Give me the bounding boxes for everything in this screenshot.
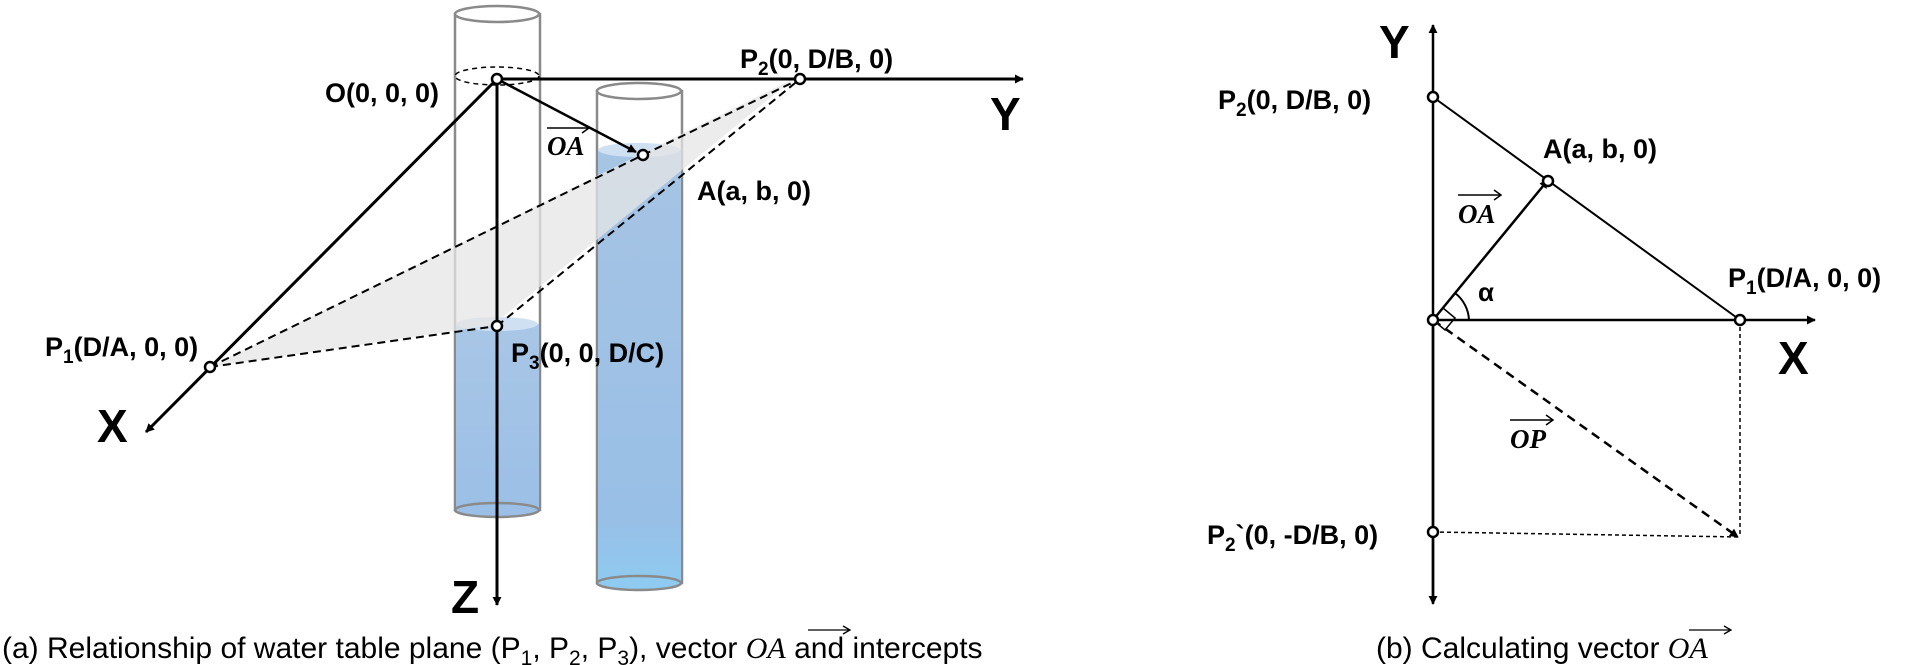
p2-coords: (0, D/B, 0) bbox=[769, 44, 894, 74]
caption-a-prefix: (a) Relationship of water table plane (P bbox=[2, 632, 521, 665]
b-p2-coords: (0, D/B, 0) bbox=[1247, 85, 1372, 115]
b-p2-prime-label: P2`(0, -D/B, 0) bbox=[1207, 520, 1378, 556]
caption-a-vector-arrow bbox=[808, 625, 852, 635]
b-angle-arc bbox=[1454, 292, 1470, 321]
b-vector-oa-label: OA bbox=[1458, 189, 1503, 229]
b-dashed-horizontal bbox=[1432, 531, 1741, 538]
b-vector-oa-text: OA bbox=[1458, 199, 1496, 229]
p3-label: P3(0, 0, D/C) bbox=[511, 338, 664, 374]
b-p2p-sub: 2 bbox=[1225, 535, 1236, 556]
b-p1-point bbox=[1733, 313, 1747, 327]
b-y-axis-label: Y bbox=[1379, 16, 1410, 68]
b-vector-op-label: OP bbox=[1510, 414, 1555, 454]
b-p2p-coords: `(0, -D/B, 0) bbox=[1236, 520, 1379, 550]
p1-point bbox=[203, 360, 217, 374]
b-vector-oa-arrow bbox=[1432, 179, 1549, 321]
p2-label: P2(0, D/B, 0) bbox=[740, 44, 893, 80]
b-vector-op-arrow bbox=[1432, 318, 1739, 539]
b-p1-main: P bbox=[1728, 263, 1746, 293]
caption-b-vector-arrow bbox=[1689, 625, 1733, 635]
b-p2-prime-point bbox=[1426, 525, 1440, 539]
b-p2-p1-line bbox=[1432, 96, 1741, 321]
b-x-axis-label: X bbox=[1778, 332, 1809, 384]
p3-main: P bbox=[511, 338, 529, 368]
p1-main: P bbox=[45, 332, 63, 362]
b-p2-main: P bbox=[1218, 85, 1236, 115]
caption-a-suffix: and intercepts bbox=[786, 632, 983, 665]
b-p1-label: P1(D/A, 0, 0) bbox=[1728, 263, 1881, 299]
caption-a-sub2: 2 bbox=[569, 647, 581, 665]
caption-a-mid2: , P bbox=[581, 632, 618, 665]
plane-edges bbox=[209, 78, 801, 368]
a-point bbox=[636, 148, 650, 162]
caption-a-mid3: ), vector bbox=[629, 632, 746, 665]
b-p1-sub: 1 bbox=[1746, 278, 1757, 299]
vector-oa-text: OA bbox=[547, 131, 585, 161]
p1-sub: 1 bbox=[63, 347, 74, 368]
p2-sub: 2 bbox=[758, 59, 769, 80]
panel-b: Y P2(0, D/B, 0) A(a, b, 0) α P1(D/A, 0, … bbox=[1207, 16, 1881, 665]
p2-main: P bbox=[740, 44, 758, 74]
caption-a-vector: OA bbox=[746, 632, 787, 665]
vector-oa-label: OA bbox=[547, 122, 591, 161]
caption-b-prefix: (b) Calculating vector bbox=[1376, 632, 1668, 665]
x-axis-label: X bbox=[97, 400, 128, 452]
x-axis-line bbox=[144, 77, 499, 434]
b-angle-label: α bbox=[1478, 277, 1494, 307]
panel-a: O(0, 0, 0) P2(0, D/B, 0) Y A(a, b, 0) P1… bbox=[2, 4, 1024, 665]
p1-label: P1(D/A, 0, 0) bbox=[45, 332, 198, 368]
caption-b: (b) Calculating vector OA bbox=[1376, 632, 1708, 665]
y-axis-label: Y bbox=[990, 88, 1021, 140]
b-right-angle-mark bbox=[1432, 307, 1457, 332]
origin-point bbox=[490, 72, 504, 86]
caption-a-sub1: 1 bbox=[521, 647, 533, 665]
z-axis-label: Z bbox=[451, 571, 479, 623]
p3-point bbox=[490, 319, 504, 333]
caption-a: (a) Relationship of water table plane (P… bbox=[2, 632, 983, 665]
b-p2-point bbox=[1426, 90, 1440, 104]
origin-dashed-ellipse bbox=[454, 66, 540, 86]
caption-a-sub3: 3 bbox=[617, 647, 629, 665]
b-origin-point bbox=[1426, 313, 1440, 327]
b-p2-sub: 2 bbox=[1236, 100, 1247, 121]
b-vector-op-text: OP bbox=[1510, 424, 1546, 454]
b-a-point-label: A(a, b, 0) bbox=[1543, 134, 1657, 164]
b-p1-coords: (D/A, 0, 0) bbox=[1757, 263, 1882, 293]
p3-coords: (0, 0, D/C) bbox=[540, 338, 665, 368]
b-p2-label: P2(0, D/B, 0) bbox=[1218, 85, 1371, 121]
p1-coords: (D/A, 0, 0) bbox=[74, 332, 199, 362]
caption-a-mid1: , P bbox=[532, 632, 569, 665]
p2-point bbox=[793, 72, 807, 86]
vector-oa-arrow bbox=[496, 77, 637, 154]
caption-b-vector: OA bbox=[1668, 632, 1709, 665]
b-a-point bbox=[1541, 174, 1555, 188]
origin-label: O(0, 0, 0) bbox=[325, 78, 439, 108]
a-point-label: A(a, b, 0) bbox=[697, 176, 811, 206]
p3-sub: 3 bbox=[529, 353, 540, 374]
b-p2p-main: P bbox=[1207, 520, 1225, 550]
